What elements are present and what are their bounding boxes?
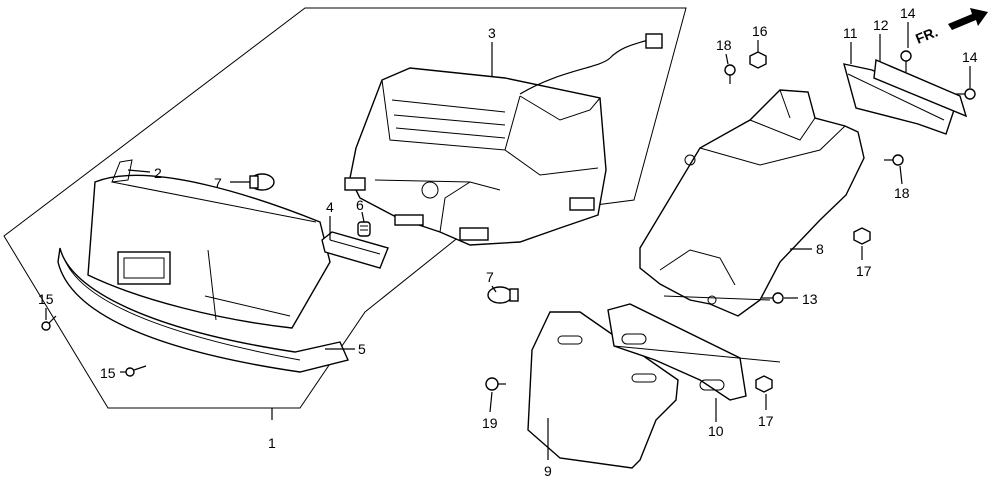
bolt-18-upper-part [724,64,736,84]
screw-15-upper-part [41,315,57,331]
socket-part [357,221,371,237]
bolt-18-right-part [884,154,904,166]
callout-12: 12 [873,17,889,33]
callout-13: 13 [802,291,818,307]
front-direction-indicator: FR. [913,8,988,47]
callout-6: 6 [356,197,364,213]
callout-4: 4 [326,199,334,215]
callout-11: 11 [843,25,858,41]
callout-10: 10 [708,423,724,439]
rear-reflector-plate-part [843,63,955,135]
callout-8: 8 [816,241,824,257]
callout-2: 2 [154,165,162,181]
lower-trim-part [57,247,349,373]
bolt-14-right-part [956,88,976,100]
callout-14-right: 14 [962,49,978,65]
screw-15-lower-part [125,365,147,377]
bolt-13-part [762,292,784,304]
callout-15-lower: 15 [100,365,116,381]
bolt-19-part [485,377,506,391]
reflector-part [321,231,389,269]
rear-fender-part [639,89,865,317]
callout-19: 19 [482,415,498,431]
lens-part [87,159,331,329]
bulb-upper-part [249,173,275,191]
front-direction-arrow-icon [948,8,988,30]
callout-17-lower: 17 [758,413,774,429]
taillight-housing-part [344,33,663,246]
front-direction-label: FR. [913,23,940,46]
callout-7-upper: 7 [214,175,222,191]
callout-labels: 1 2 3 4 5 6 7 7 8 9 10 11 12 13 14 14 15… [38,5,978,479]
callout-3: 3 [488,25,496,41]
leader-lines [45,22,971,460]
callout-17-upper: 17 [856,263,872,279]
bulb-lower-part [487,286,519,304]
bolt-14-upper-part [900,50,912,72]
callout-14-upper: 14 [900,5,916,21]
assembly-boundary-outline [3,7,687,409]
callout-1: 1 [268,435,276,451]
nut-16-part [749,51,767,69]
nut-17-upper-part [853,227,871,245]
callout-9: 9 [544,463,552,479]
callout-18-right: 18 [894,185,910,201]
callout-15-upper: 15 [38,291,54,307]
callout-5: 5 [358,341,366,357]
license-lamp-bracket-part [607,303,781,401]
callout-7-lower: 7 [486,269,494,285]
callout-16: 16 [752,23,768,39]
nut-17-lower-part [755,375,773,393]
callout-18-upper: 18 [716,37,732,53]
reflector-stay-part [873,58,968,118]
